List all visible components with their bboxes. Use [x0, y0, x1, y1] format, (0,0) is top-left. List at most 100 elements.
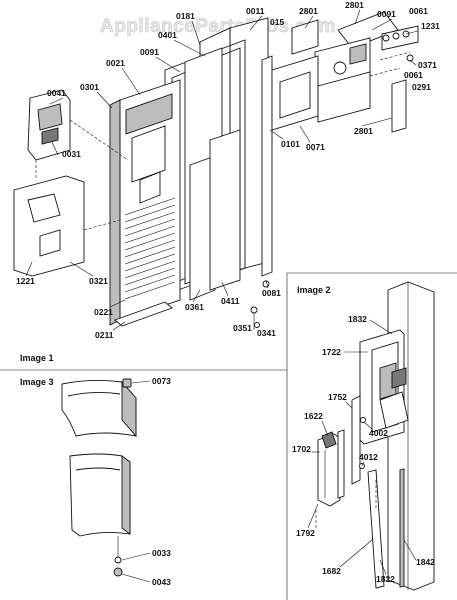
cover-upper-curve	[67, 391, 121, 397]
callout-0371: 0371	[418, 60, 437, 70]
heater-panel-0071	[271, 55, 319, 131]
top-hinge	[381, 25, 419, 51]
callout-0091-a: 0091	[140, 47, 159, 57]
callout-4012: 4012	[359, 452, 378, 462]
chute-housing-side	[121, 455, 131, 535]
callout-0101: 0101	[281, 139, 300, 149]
door-handle	[261, 55, 273, 277]
dispenser-control	[391, 367, 407, 389]
handle-screw	[262, 280, 270, 288]
image1-door-assembly	[13, 11, 419, 330]
callout-0091-b: 0091	[377, 9, 396, 19]
callout-0071: 0071	[306, 142, 325, 152]
callout-0341: 0341	[257, 328, 276, 338]
callout-0021: 0021	[106, 58, 125, 68]
screw-guide-2	[369, 67, 401, 77]
chute-housing-curve	[75, 467, 121, 471]
image1-leader-lines	[25, 9, 419, 331]
door-panel-0411	[209, 129, 241, 291]
callout-0073: 0073	[152, 376, 171, 386]
callout-1792: 1792	[296, 528, 315, 538]
image2-dispenser-assembly	[315, 281, 435, 591]
callout-0211: 0211	[95, 330, 114, 340]
callout-0321: 0321	[89, 276, 108, 286]
hinge-screw-2	[392, 32, 400, 40]
mounting-bracket-1752	[351, 395, 361, 485]
screw-0371	[406, 54, 414, 62]
fastener-0033	[114, 556, 122, 564]
callout-015: 015	[270, 17, 284, 27]
callout-0041: 0041	[47, 88, 66, 98]
bracket-2801-lower	[391, 79, 407, 133]
image2-leader-lines	[307, 319, 417, 575]
bottom-cover	[114, 301, 173, 327]
seal-strip	[337, 429, 345, 499]
side-trim-strip	[109, 99, 121, 326]
actuator-arm	[317, 433, 341, 507]
door-panel-0361	[189, 155, 216, 301]
callout-0081: 0081	[262, 288, 281, 298]
callout-0031: 0031	[62, 149, 81, 159]
vertical-trim-1842	[399, 468, 405, 588]
callout-1822: 1822	[376, 574, 395, 584]
fastener-0043	[113, 567, 123, 577]
callout-1702: 1702	[292, 444, 311, 454]
dispenser-recess	[131, 125, 166, 183]
hinge-bushing	[250, 306, 258, 314]
duct-opening	[37, 103, 63, 131]
callout-0351: 0351	[233, 323, 252, 333]
callout-0291: 0291	[412, 82, 431, 92]
cover-upper-side	[121, 380, 137, 438]
callout-1682: 1682	[322, 566, 341, 576]
hinge-washer	[254, 322, 260, 328]
callout-2801-c: 2801	[354, 126, 373, 136]
image2-callouts: 1832 1722 1752 1622 4002 1702 4012 1792 …	[292, 314, 435, 584]
screw-4002	[360, 417, 366, 423]
dispenser-tray	[379, 391, 409, 429]
callout-0181: 0181	[176, 11, 195, 21]
callout-1722: 1722	[322, 347, 341, 357]
door-insulation	[13, 175, 85, 277]
insulation-guide-line	[83, 219, 121, 231]
section-label-image1: Image 1	[20, 353, 54, 363]
control-module	[349, 43, 367, 65]
hinge-screw-1	[382, 34, 390, 42]
image1-callouts: 0011 015 0181 0401 0091 0021 0301 0041 0…	[16, 0, 440, 340]
section-label-image2: Image 2	[297, 285, 331, 295]
callout-0061-b: 0061	[404, 70, 423, 80]
callout-0011: 0011	[246, 6, 265, 16]
callout-1842: 1842	[416, 557, 435, 567]
liner-top-shelf	[125, 93, 173, 135]
section-label-image3: Image 3	[20, 377, 54, 387]
callout-0221: 0221	[94, 307, 113, 317]
callout-1752: 1752	[328, 392, 347, 402]
liner-ribs	[124, 197, 176, 300]
insulation-cutout	[27, 193, 61, 223]
callout-0043: 0043	[152, 577, 171, 587]
dispenser-cavity	[139, 171, 161, 204]
door-trim-strip	[367, 469, 385, 589]
cover-plug	[122, 378, 132, 388]
heater-panel-recess	[279, 71, 311, 119]
callout-2801-a: 2801	[299, 6, 318, 16]
bracket-0291-channel	[317, 71, 371, 123]
callout-2801-b: 2801	[345, 0, 364, 10]
image3-cover-assembly	[61, 378, 137, 577]
dispenser-chute-housing	[69, 453, 131, 537]
callout-1221: 1221	[16, 276, 35, 286]
duct-flap	[41, 127, 59, 145]
callout-0361: 0361	[185, 302, 204, 312]
callout-0301: 0301	[80, 82, 99, 92]
callout-0411: 0411	[221, 296, 240, 306]
control-knob	[333, 61, 347, 75]
callout-1231: 1231	[421, 21, 440, 31]
screw-guide	[379, 51, 411, 61]
insulation-cutout-2	[39, 229, 61, 257]
dispenser-door-body	[387, 281, 435, 591]
dispenser-cover-upper	[61, 379, 137, 437]
callout-0033: 0033	[152, 548, 171, 558]
callout-1832: 1832	[348, 314, 367, 324]
callout-0061-a: 0061	[409, 6, 428, 16]
watermark-text: AppliancePartsPros.com	[100, 16, 336, 37]
